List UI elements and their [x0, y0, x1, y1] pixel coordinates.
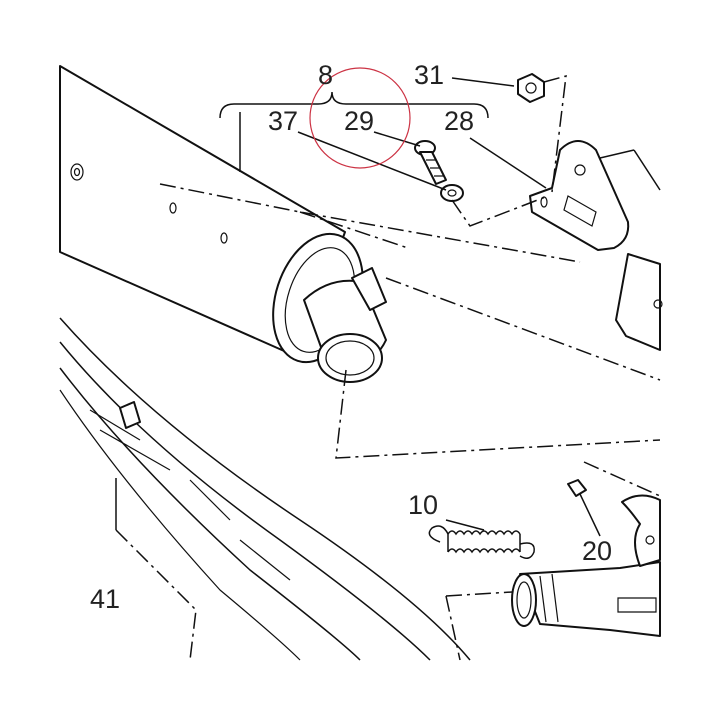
side-plate: [615, 253, 663, 351]
part-labels: 8 31 37 29 28 10 20 41: [90, 60, 612, 614]
swingarm: [59, 317, 471, 661]
label-part-37: 37: [268, 106, 298, 136]
flange-nut: [517, 73, 545, 103]
muffler-outlet-pipe: [303, 267, 387, 383]
label-part-28: 28: [444, 106, 474, 136]
spring: [428, 525, 535, 559]
clip: [567, 479, 587, 497]
label-part-41: 41: [90, 584, 120, 614]
washer: [440, 184, 464, 202]
label-part-10: 10: [408, 490, 438, 520]
bolt: [414, 140, 447, 185]
label-part-31: 31: [414, 60, 444, 90]
highlight-circle: [309, 67, 411, 169]
mounting-bracket: [529, 140, 661, 251]
label-part-8: 8: [318, 60, 333, 90]
group-bracket: [219, 91, 489, 119]
assembly-lines: [115, 74, 661, 661]
side-stand: [511, 494, 661, 637]
label-part-29: 29: [344, 106, 374, 136]
label-part-20: 20: [582, 536, 612, 566]
leader-lines: [115, 77, 601, 537]
